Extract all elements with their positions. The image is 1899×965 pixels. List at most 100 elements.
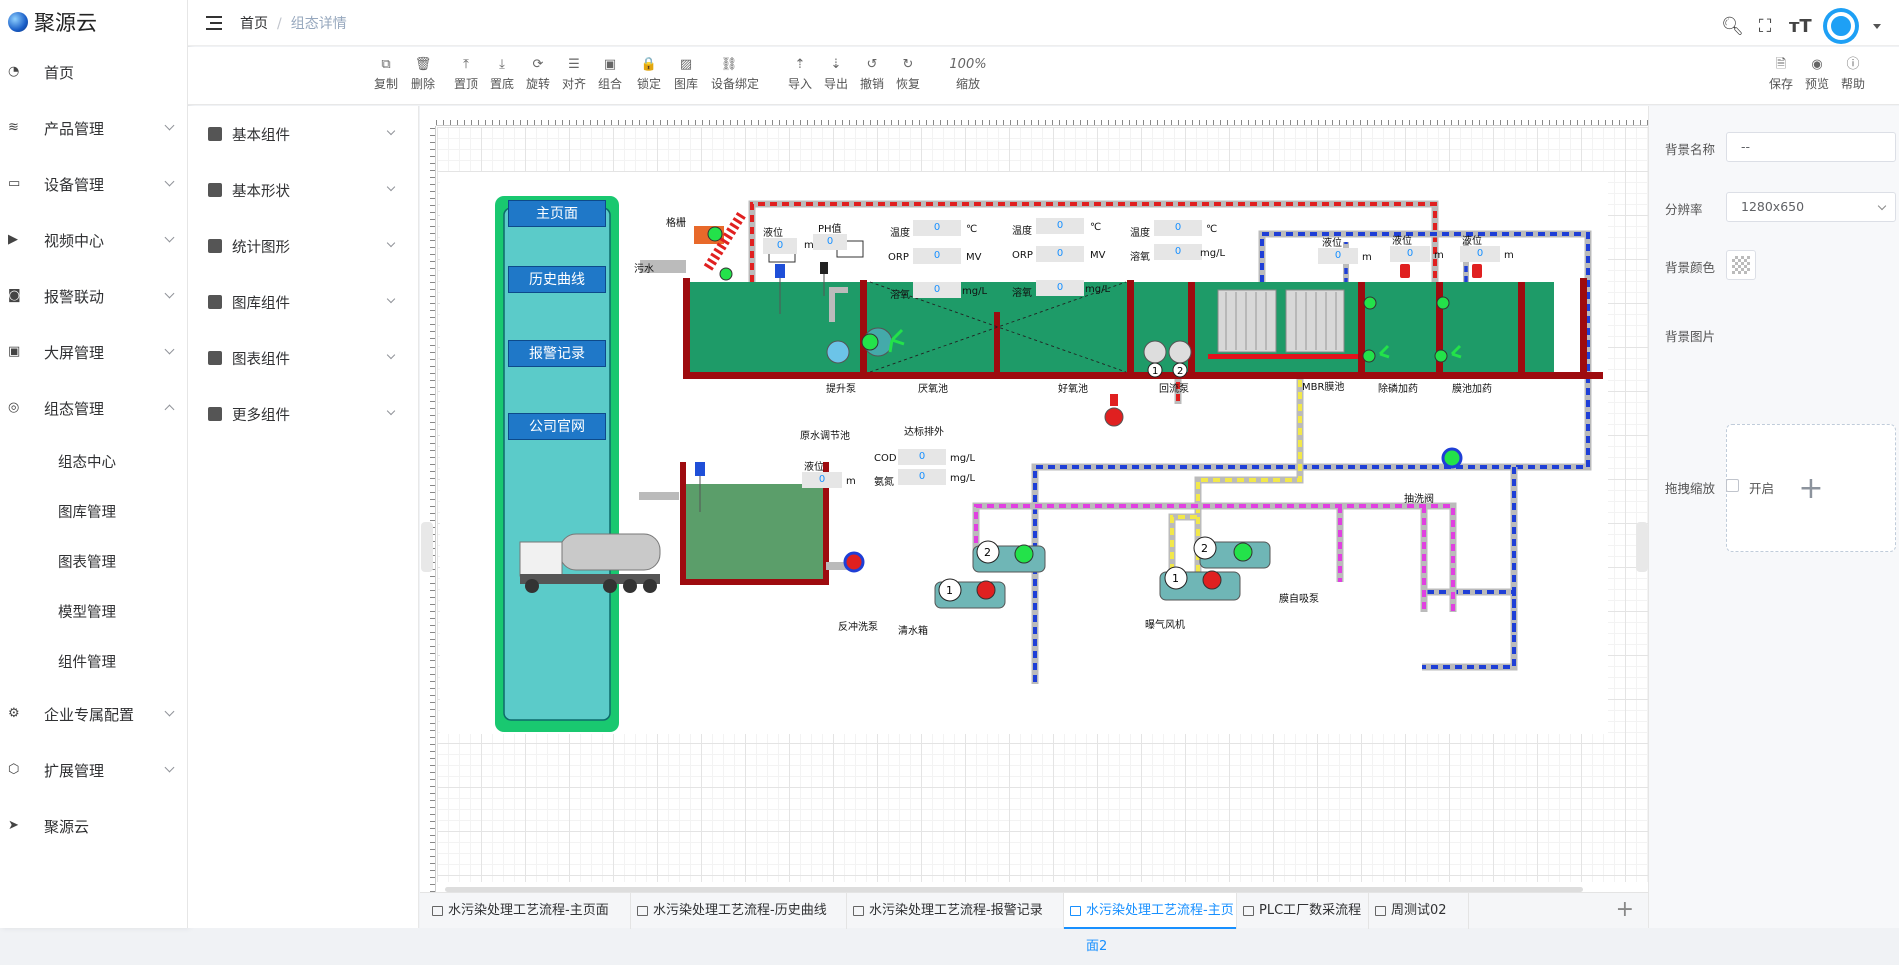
aeration-blowers: [934, 540, 1046, 609]
level-4-readout[interactable]: 0: [1390, 246, 1430, 262]
fullscreen-icon[interactable]: ⛶: [1758, 15, 1772, 37]
bg-name-input[interactable]: --: [1726, 132, 1896, 162]
component-category[interactable]: 更多组件: [188, 386, 418, 442]
temp-label-2: 温度: [1012, 226, 1032, 237]
horizontal-ruler: [436, 106, 1648, 126]
arrow-bottom-button[interactable]: ⤓置底: [484, 57, 520, 92]
eye-button[interactable]: ◉预览: [1799, 57, 1835, 92]
zoom-control[interactable]: 100%缩放: [948, 57, 988, 92]
lock-button[interactable]: 🔒锁定: [631, 57, 667, 92]
bg-color-picker[interactable]: [1726, 250, 1756, 280]
component-category[interactable]: 图库组件: [188, 274, 418, 330]
app-logo[interactable]: 聚源云: [0, 0, 187, 44]
resolution-select[interactable]: 1280x650: [1726, 192, 1896, 222]
sidebar-item-alarm[interactable]: ◙报警联动: [0, 268, 187, 324]
orp-2-readout[interactable]: 0: [1036, 246, 1084, 262]
page-tab[interactable]: 水污染处理工艺流程-主页面: [426, 893, 631, 929]
do-2-readout-value: 0: [1056, 282, 1064, 293]
link-button[interactable]: ⛓设备绑定: [711, 57, 759, 92]
left-panel-toggle[interactable]: [421, 522, 433, 572]
nav-button[interactable]: 公司官网: [508, 413, 606, 440]
sidebar-item-enterprise[interactable]: ⚙企业专属配置: [0, 686, 187, 742]
level-2-readout[interactable]: 0: [802, 472, 842, 488]
component-category[interactable]: 基本组件: [188, 106, 418, 162]
trash-icon: 🗑: [414, 57, 432, 72]
temp-2-readout[interactable]: 0: [1036, 218, 1084, 234]
properties-panel: 背景名称 -- 分辨率 1280x650 背景颜色 背景图片 + 拖拽缩放 开启: [1648, 106, 1899, 928]
level-3-readout[interactable]: 0: [1318, 248, 1358, 264]
image-button[interactable]: ▨图库: [668, 57, 704, 92]
sidebar-item-product[interactable]: ≋产品管理: [0, 100, 187, 156]
undo-button[interactable]: ↺撤销: [854, 57, 890, 92]
copy-button[interactable]: ⧉复制: [368, 57, 404, 92]
hamburger-menu-icon[interactable]: [206, 15, 222, 30]
page-tab[interactable]: 水污染处理工艺流程-报警记录: [847, 893, 1064, 929]
nav-button[interactable]: 历史曲线: [508, 266, 606, 293]
nav-button[interactable]: 主页面: [508, 200, 606, 227]
trash-button[interactable]: 🗑删除: [405, 57, 441, 92]
export-button[interactable]: ⇣导出: [818, 57, 854, 92]
drag-zoom-option: 开启: [1749, 481, 1775, 496]
link-icon: ⛓: [720, 57, 738, 72]
arrow-top-button[interactable]: ⤒置顶: [448, 57, 484, 92]
sidebar-item-camera[interactable]: ▶视频中心: [0, 212, 187, 268]
page-tab[interactable]: 周测试02: [1369, 893, 1469, 929]
right-panel-toggle[interactable]: [1636, 522, 1648, 572]
nav-button[interactable]: 报警记录: [508, 340, 606, 367]
ph-readout[interactable]: 0: [813, 234, 847, 250]
level-5-readout[interactable]: 0: [1460, 246, 1500, 262]
chevron-down-icon: [1877, 201, 1887, 211]
sidebar-item-scada[interactable]: ◎组态管理: [0, 380, 187, 436]
sidebar-item-extension[interactable]: ⬡扩展管理: [0, 742, 187, 798]
device-icon: ▭: [8, 176, 21, 191]
cod-readout[interactable]: 0: [898, 449, 946, 465]
save-button[interactable]: 🗎保存: [1763, 57, 1799, 92]
active-tab-indicator: [1064, 927, 1236, 929]
sidebar-subitem[interactable]: 组件管理: [58, 654, 116, 671]
process-diagram: 1 2 1 2 1: [495, 196, 1603, 732]
rotate-button[interactable]: ⟳旋转: [520, 57, 556, 92]
horizontal-scrollbar[interactable]: [445, 887, 1583, 892]
search-icon[interactable]: 🔍︎: [1721, 15, 1744, 37]
lift-pump: [826, 340, 850, 364]
user-avatar[interactable]: [1823, 8, 1859, 44]
breadcrumb-home[interactable]: 首页: [240, 15, 268, 32]
unit-m-5: m: [1504, 250, 1514, 261]
drag-zoom-checkbox[interactable]: [1726, 479, 1739, 492]
temp-1-readout[interactable]: 0: [913, 220, 961, 236]
do-1-readout[interactable]: 0: [913, 282, 961, 298]
sidebar-item-dashboard[interactable]: ◔首页: [0, 44, 187, 100]
page-tab[interactable]: 水污染处理工艺流程-主页面2: [1064, 893, 1237, 954]
sidebar-subitem[interactable]: 图库管理: [58, 504, 116, 521]
scada-scene[interactable]: 1 2 1 2 1: [440, 172, 1608, 734]
component-category[interactable]: 图表组件: [188, 330, 418, 386]
temp-3-readout[interactable]: 0: [1154, 220, 1202, 236]
chevron-down-icon[interactable]: [1873, 23, 1881, 29]
do-2-readout[interactable]: 0: [1036, 280, 1084, 296]
level-1-readout[interactable]: 0: [763, 238, 797, 254]
align-button[interactable]: ☰对齐: [556, 57, 592, 92]
page-tab-label: PLC工厂数采流程: [1259, 903, 1362, 918]
group-button[interactable]: ▣组合: [592, 57, 628, 92]
add-tab-icon[interactable]: +: [1615, 897, 1634, 922]
sidebar-item-screen[interactable]: ▣大屏管理: [0, 324, 187, 380]
extension-icon: ⬡: [8, 762, 20, 777]
font-size-icon[interactable]: тT: [1789, 15, 1812, 37]
level-sensor-1: [775, 264, 785, 278]
sidebar-subitem[interactable]: 模型管理: [58, 604, 116, 621]
sidebar-item-device[interactable]: ▭设备管理: [0, 156, 187, 212]
do-3-readout[interactable]: 0: [1154, 244, 1202, 260]
sidebar-subitem[interactable]: 组态中心: [58, 454, 116, 471]
page-tab[interactable]: PLC工厂数采流程: [1237, 893, 1369, 929]
sidebar-item-send[interactable]: ➤聚源云: [0, 798, 187, 854]
sidebar-subitem[interactable]: 图表管理: [58, 554, 116, 571]
nh3-readout[interactable]: 0: [898, 469, 946, 485]
redo-button[interactable]: ↻恢复: [890, 57, 926, 92]
group-icon: ▣: [603, 57, 617, 72]
component-category[interactable]: 统计图形: [188, 218, 418, 274]
page-tab[interactable]: 水污染处理工艺流程-历史曲线: [631, 893, 847, 929]
orp-1-readout[interactable]: 0: [913, 248, 961, 264]
import-button[interactable]: ⇡导入: [782, 57, 818, 92]
component-category[interactable]: 基本形状: [188, 162, 418, 218]
